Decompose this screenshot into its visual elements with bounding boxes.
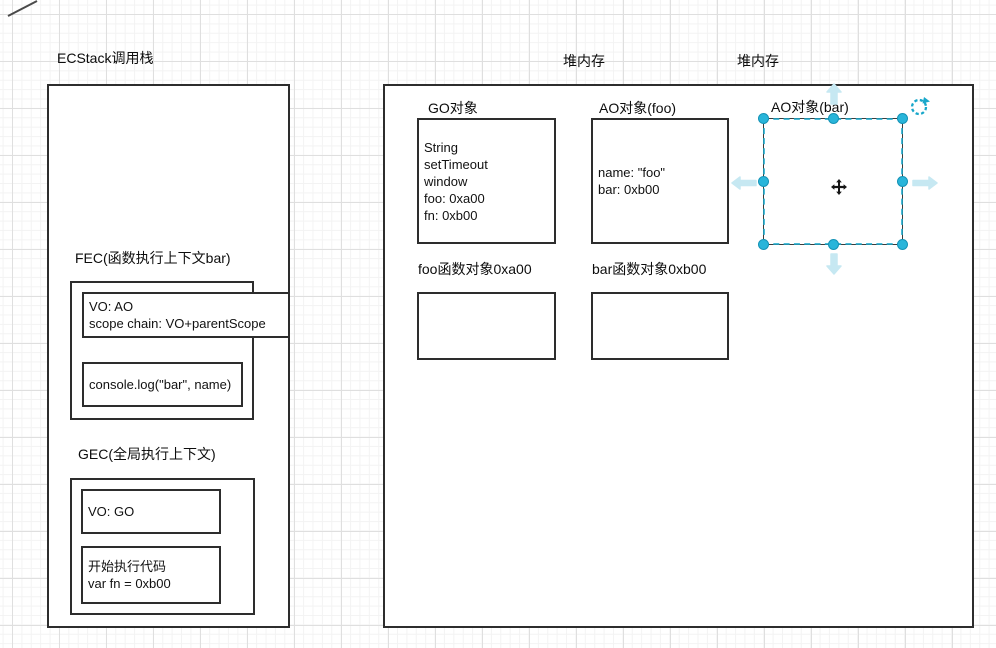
resize-handle-middle-right[interactable] bbox=[897, 176, 908, 187]
fec-console-log-shape[interactable]: console.log("bar", name) bbox=[82, 362, 243, 407]
ao-foo-shape[interactable]: name: "foo" bar: 0xb00 bbox=[591, 118, 729, 244]
rotate-icon[interactable] bbox=[907, 94, 931, 118]
resize-handle-bottom-right[interactable] bbox=[897, 239, 908, 250]
bar-function-object-label: bar函数对象0xb00 bbox=[592, 261, 707, 277]
go-object-label: GO对象 bbox=[428, 100, 478, 116]
console-log-line: console.log("bar", name) bbox=[89, 377, 232, 392]
clone-arrow-down-icon[interactable] bbox=[826, 253, 842, 275]
ao-bar-label: AO对象(bar) bbox=[771, 99, 849, 115]
go-object-shape[interactable]: String setTimeout window foo: 0xa00 fn: … bbox=[417, 118, 556, 244]
go-object-text: String setTimeout window foo: 0xa00 fn: … bbox=[419, 120, 554, 242]
fec-console-log-text: console.log("bar", name) bbox=[84, 364, 241, 405]
fec-vo-line: VO: AO bbox=[89, 299, 134, 314]
go-line-fn: fn: 0xb00 bbox=[424, 207, 478, 223]
resize-handle-top-middle[interactable] bbox=[827, 113, 839, 124]
gec-code-shape[interactable]: 开始执行代码 var fn = 0xb00 bbox=[81, 546, 221, 604]
clone-arrow-right-icon[interactable] bbox=[912, 176, 938, 190]
foo-function-object-label: foo函数对象0xa00 bbox=[418, 261, 532, 277]
go-line-string: String bbox=[424, 139, 458, 155]
go-line-window: window bbox=[424, 173, 468, 189]
go-line-foo: foo: 0xa00 bbox=[424, 190, 485, 206]
heap-title-left: 堆内存 bbox=[563, 53, 605, 69]
resize-handle-top-left[interactable] bbox=[758, 113, 769, 124]
corner-stroke-mark bbox=[7, 0, 38, 17]
gec-code-text: 开始执行代码 var fn = 0xb00 bbox=[83, 548, 219, 602]
gec-code-line2: var fn = 0xb00 bbox=[88, 576, 171, 591]
clone-arrow-up-icon[interactable] bbox=[826, 83, 842, 105]
ao-foo-label: AO对象(foo) bbox=[599, 100, 677, 116]
resize-handle-bottom-middle[interactable] bbox=[827, 239, 839, 250]
go-line-settimeout: setTimeout bbox=[424, 156, 488, 172]
fec-vo-text: VO: AO scope chain: VO+parentScope bbox=[84, 294, 288, 336]
fec-label: FEC(函数执行上下文bar) bbox=[75, 250, 231, 266]
resize-handle-middle-left[interactable] bbox=[758, 176, 769, 187]
gec-vo-line: VO: GO bbox=[88, 504, 135, 519]
resize-handle-top-right[interactable] bbox=[897, 113, 908, 124]
fec-vo-shape[interactable]: VO: AO scope chain: VO+parentScope bbox=[82, 292, 290, 338]
gec-vo-text: VO: GO bbox=[83, 491, 219, 532]
foo-function-object-shape[interactable] bbox=[417, 292, 556, 360]
bar-function-object-shape[interactable] bbox=[591, 292, 729, 360]
ao-bar-shape-selected[interactable] bbox=[731, 83, 938, 275]
gec-code-line1: 开始执行代码 bbox=[88, 559, 167, 574]
clone-arrow-left-icon[interactable] bbox=[731, 176, 757, 190]
heap-title-right: 堆内存 bbox=[737, 53, 779, 69]
move-cursor-icon bbox=[831, 179, 847, 195]
ao-foo-text: name: "foo" bar: 0xb00 bbox=[593, 120, 727, 242]
gec-label: GEC(全局执行上下文) bbox=[78, 446, 216, 462]
ao-foo-bar-line: bar: 0xb00 bbox=[598, 182, 660, 197]
ao-foo-name-line: name: "foo" bbox=[598, 165, 666, 180]
resize-handle-bottom-left[interactable] bbox=[758, 239, 769, 250]
ecstack-title: ECStack调用栈 bbox=[57, 50, 154, 66]
fec-scope-chain-line: scope chain: VO+parentScope bbox=[89, 316, 266, 331]
gec-vo-shape[interactable]: VO: GO bbox=[81, 489, 221, 534]
